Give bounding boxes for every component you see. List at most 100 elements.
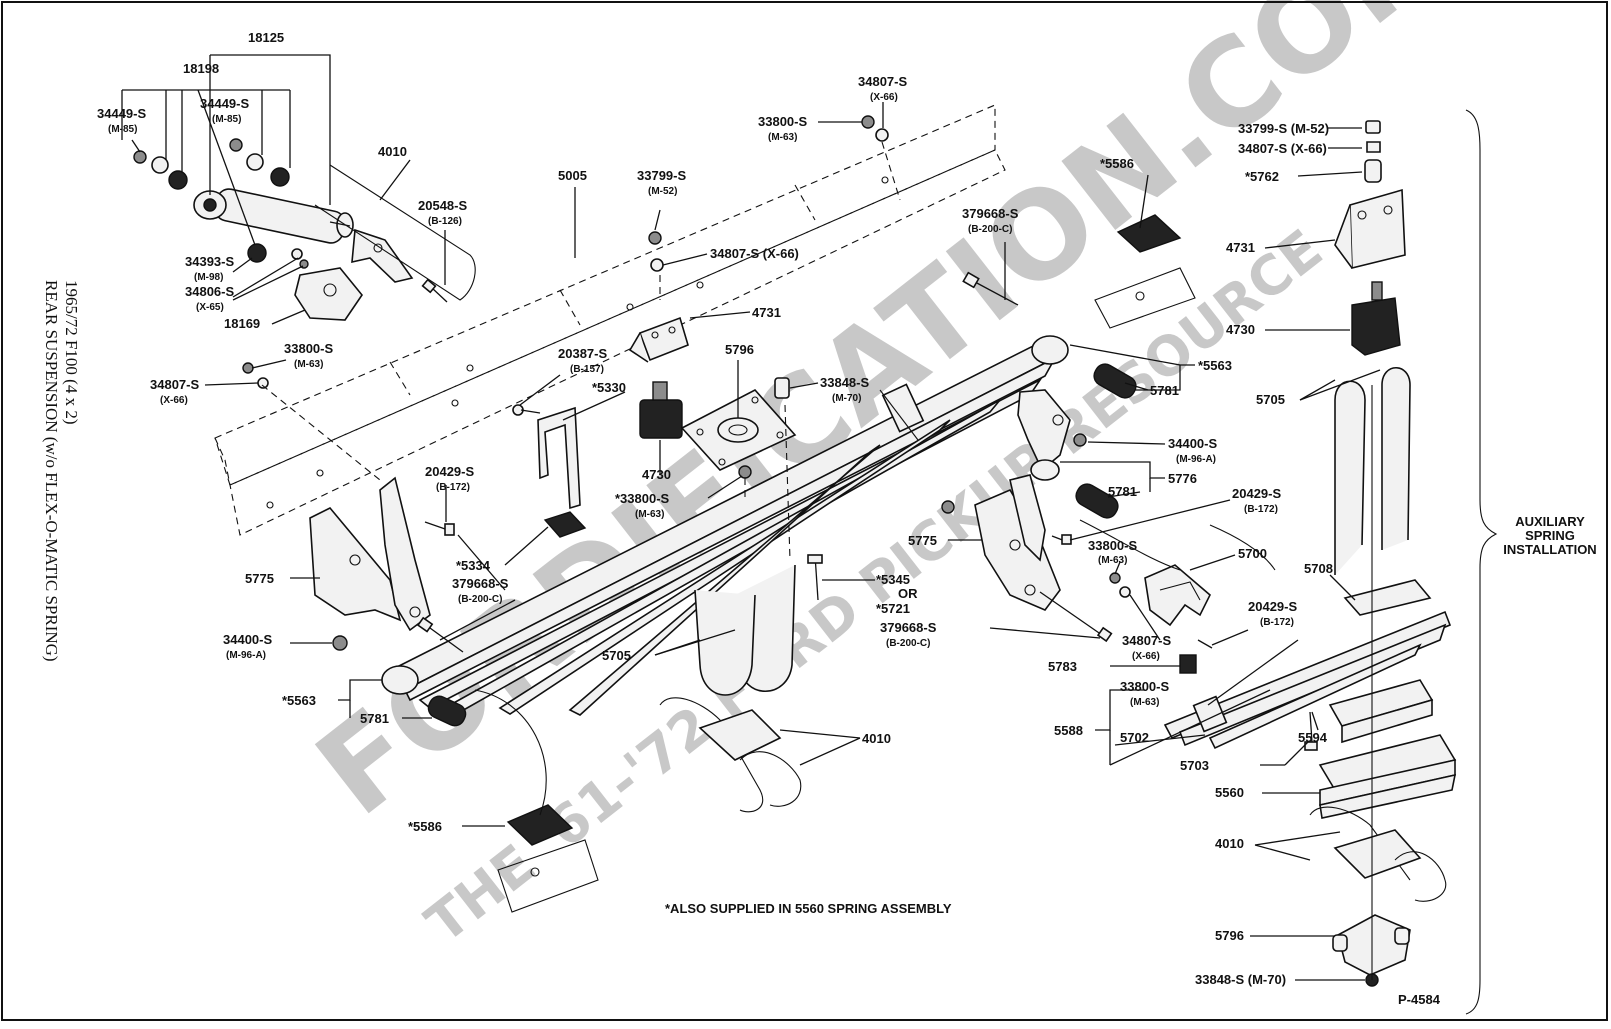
callout-5563-left: *5563 — [282, 693, 316, 708]
shackle-5776 — [1017, 389, 1087, 481]
leader-lines — [121, 54, 1381, 981]
frame-rail-right-edge — [1079, 519, 1276, 571]
clip-5330 — [537, 406, 581, 510]
aux-bumper-4730 — [1351, 281, 1401, 356]
callout-4010-top: 4010 — [378, 144, 407, 159]
bushing-5781-left — [427, 695, 467, 727]
bumper-4730-center — [639, 381, 683, 439]
rear-hanger-5775 — [941, 474, 1061, 611]
auxiliary-spring-label: AUXILIARY SPRING INSTALLATION — [1503, 514, 1596, 557]
callout-5330: *5330 — [592, 380, 626, 395]
bolt-20387-S — [512, 404, 541, 416]
axle-4010-center — [659, 697, 802, 813]
callout-4731-center: 4731 — [752, 305, 781, 320]
callout-5700: 5700 — [1238, 546, 1267, 561]
callout-379668-S-right: 379668-S — [880, 620, 937, 635]
callout-5705-center: 5705 — [602, 648, 631, 663]
callout-34393-S: 34393-S — [185, 254, 234, 269]
aux-plate-5796 — [1332, 914, 1411, 976]
callout-34807-S-top-sub: (X-66) — [870, 92, 898, 103]
callout-5708: 5708 — [1304, 561, 1333, 576]
side-title: REAR SUSPENSION (w/o FLEX-O-MATIC SPRING… — [42, 280, 81, 662]
callout-34400-S-right: 34400-S — [1168, 436, 1217, 451]
hardware-5783 — [1109, 572, 1213, 674]
callout-5345-or: OR — [898, 586, 918, 601]
callout-4731-aux: 4731 — [1226, 240, 1255, 255]
aux-label-line-2: SPRING — [1525, 528, 1575, 543]
hardware-left-frame — [242, 362, 381, 481]
callout-34449-S-a-sub: (M-85) — [108, 124, 137, 135]
callout-33800-S-center: *33800-S — [615, 491, 670, 506]
callout-33799-S-aux: 33799-S (M-52) — [1238, 121, 1329, 136]
spring-pad-5586-bottom — [474, 689, 599, 913]
callout-5703: 5703 — [1180, 758, 1209, 773]
callout-5586-top: *5586 — [1100, 156, 1134, 171]
callout-34807-S-aux: 34807-S (X-66) — [1238, 141, 1327, 156]
callout-5783: 5783 — [1048, 659, 1077, 674]
callout-34807-S-top: 34807-S — [858, 74, 907, 89]
callout-379668-S-left: 379668-S — [452, 576, 509, 591]
callout-5762: *5762 — [1245, 169, 1279, 184]
main-leaf-spring — [381, 335, 1069, 716]
aux-label-line-1: AUXILIARY — [1515, 514, 1585, 529]
aux-spacer-5708 — [1343, 579, 1432, 616]
callout-33848-S-center: 33848-S — [820, 375, 869, 390]
callout-5588: 5588 — [1054, 723, 1083, 738]
callout-5781-left: 5781 — [360, 711, 389, 726]
u-bolt-5705-center — [694, 404, 823, 696]
aux-nut-33848-S — [1365, 385, 1379, 987]
bolts-left — [332, 521, 464, 653]
spring-pad-5586-top — [1094, 214, 1196, 329]
shock-frame-bracket — [351, 228, 414, 283]
nut-washer-center — [648, 231, 664, 300]
callout-labels: 18125 18198 34449-S (M-85) 34449-S (M-85… — [97, 30, 1333, 987]
aux-label-line-3: INSTALLATION — [1503, 542, 1596, 557]
callout-5005: 5005 — [558, 168, 587, 183]
callout-34400-S-right-sub: (M-96-A) — [1176, 454, 1216, 465]
callout-5563-right: *5563 — [1198, 358, 1232, 373]
bolt-379668-S-top — [962, 271, 1019, 306]
rebound-bracket-4731-center — [628, 316, 689, 363]
aux-nut-washer — [1364, 120, 1382, 183]
callout-20387-S: 20387-S — [558, 346, 607, 361]
callout-33799-S-center: 33799-S — [637, 168, 686, 183]
callout-34393-S-sub: (M-98) — [194, 272, 223, 283]
callout-33800-S-aux: 33800-S — [1120, 679, 1169, 694]
aux-brace — [1465, 109, 1498, 1015]
callout-34807-S-right-sub: (X-66) — [1132, 651, 1160, 662]
nut-33848-S-center — [774, 377, 790, 399]
callout-20548-S: 20548-S — [418, 198, 467, 213]
callout-33800-S-aux-sub: (M-63) — [1130, 697, 1159, 708]
callout-5594: 5594 — [1298, 730, 1328, 745]
callout-5775-left: 5775 — [245, 571, 274, 586]
callout-20387-S-sub: (B-157) — [570, 364, 604, 375]
shock-hardware — [133, 138, 309, 269]
shock-absorber-18125 — [193, 188, 354, 244]
side-title-line-1: REAR SUSPENSION (w/o FLEX-O-MATIC SPRING… — [42, 280, 61, 662]
callout-34807-S-left-sub: (X-66) — [160, 395, 188, 406]
callout-20429-S-right-b: 20429-S — [1248, 599, 1297, 614]
callout-34806-S-sub: (X-65) — [196, 302, 224, 313]
callout-4010-center: 4010 — [862, 731, 891, 746]
callout-34449-S-a: 34449-S — [97, 106, 146, 121]
callout-34807-S-left: 34807-S — [150, 377, 199, 392]
callout-20429-S-left: 20429-S — [425, 464, 474, 479]
callout-5781-right-b: 5781 — [1108, 484, 1137, 499]
callout-5334: *5334 — [456, 558, 491, 573]
callout-34807-S-center: 34807-S (X-66) — [710, 246, 799, 261]
callout-4730-center: 4730 — [642, 467, 671, 482]
callout-20429-S-left-sub: (B-172) — [436, 482, 470, 493]
aux-bracket-4731 — [1334, 188, 1406, 270]
shock-bracket-18169 — [294, 267, 363, 321]
callout-34400-S-left: 34400-S — [223, 632, 272, 647]
callout-33848-S-center-sub: (M-70) — [832, 393, 861, 404]
callout-379668-S-left-sub: (B-200-C) — [458, 594, 502, 605]
callout-34449-S-b-sub: (M-85) — [212, 114, 241, 125]
aux-bolt-5703 — [1304, 711, 1318, 751]
frame-rail-5005 — [214, 104, 1006, 536]
spacer-5334 — [543, 511, 587, 538]
callout-20548-S-sub: (B-126) — [428, 216, 462, 227]
callout-379668-S-top-sub: (B-200-C) — [968, 224, 1012, 235]
callout-20429-S-right-b-sub: (B-172) — [1260, 617, 1294, 628]
aux-block-5594 — [1328, 679, 1434, 744]
